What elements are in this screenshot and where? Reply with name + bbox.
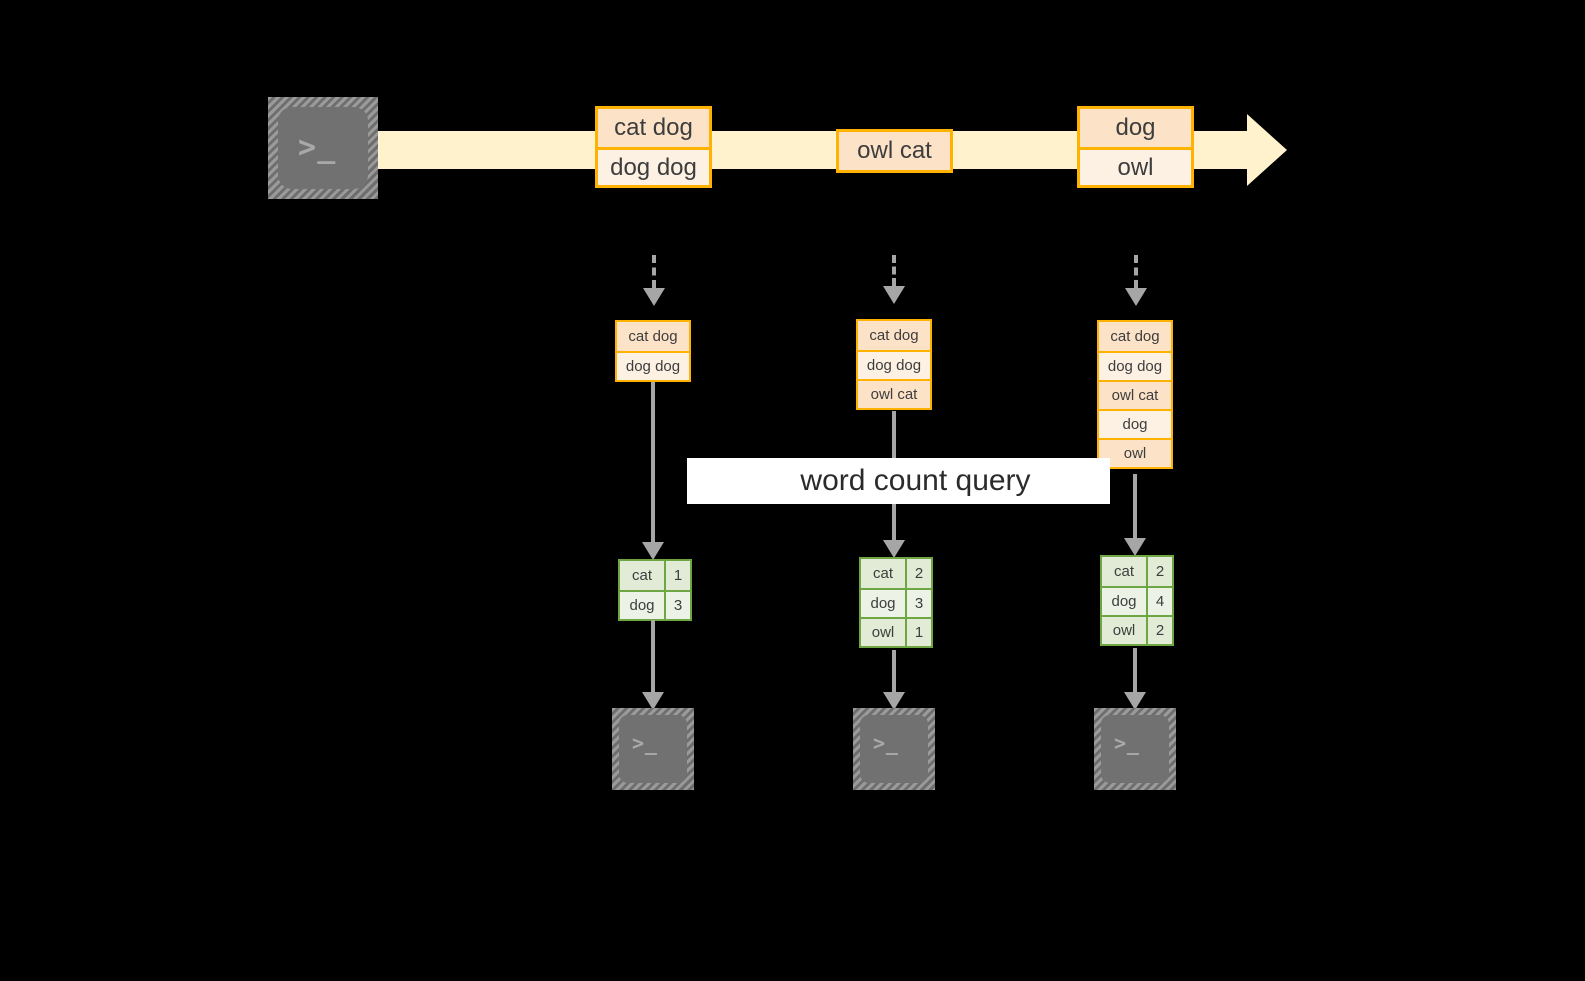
result-count: 3: [905, 590, 931, 617]
result-row: owl 1: [861, 617, 931, 646]
output-connector-1: [651, 620, 655, 698]
producer-terminal-icon[interactable]: >_: [268, 97, 378, 199]
result-table-2[interactable]: cat 2 dog 3 owl 1: [859, 557, 933, 648]
snapshot-input-row: dog dog: [1099, 351, 1171, 380]
consumer-terminal-icon-1[interactable]: >_: [612, 708, 694, 790]
snapshot-input-table-3[interactable]: cat dog dog dog owl cat dog owl: [1097, 320, 1173, 469]
result-row: dog 4: [1102, 586, 1172, 615]
result-count: 2: [905, 559, 931, 588]
stream-batch-1[interactable]: cat dog dog dog: [595, 106, 712, 188]
result-word: dog: [861, 590, 905, 617]
query-connector-1: [651, 382, 655, 547]
snapshot-input-row: cat dog: [1099, 322, 1171, 351]
terminal-prompt-label: >_: [632, 731, 658, 755]
output-connector-arrowhead-3: [1124, 692, 1146, 710]
stream-tap-arrowhead-2: [883, 286, 905, 304]
stream-message: dog: [1080, 109, 1191, 147]
result-row: cat 2: [861, 559, 931, 588]
query-label-text: word count query: [800, 464, 1031, 497]
stream-tap-line-1: [652, 255, 656, 288]
result-word: dog: [620, 592, 664, 619]
consumer-terminal-icon-3[interactable]: >_: [1094, 708, 1176, 790]
terminal-screen: >_: [1101, 715, 1169, 783]
snapshot-input-row: dog dog: [617, 351, 689, 380]
result-count: 1: [905, 619, 931, 646]
result-count: 2: [1146, 617, 1172, 644]
result-count: 2: [1146, 557, 1172, 586]
result-row: dog 3: [861, 588, 931, 617]
stream-tap-line-3: [1134, 255, 1138, 288]
result-count: 4: [1146, 588, 1172, 615]
result-word: cat: [620, 561, 664, 590]
terminal-prompt-label: >_: [1114, 731, 1140, 755]
snapshot-input-row: owl cat: [858, 379, 930, 408]
result-count: 1: [664, 561, 690, 590]
output-connector-arrowhead-2: [883, 692, 905, 710]
snapshot-input-table-1[interactable]: cat dog dog dog: [615, 320, 691, 382]
stream-batch-3[interactable]: dog owl: [1077, 106, 1194, 188]
stream-tap-arrowhead-3: [1125, 288, 1147, 306]
snapshot-input-row: cat dog: [858, 321, 930, 350]
right-arrow-icon: [1247, 114, 1287, 186]
output-connector-2: [892, 650, 896, 698]
snapshot-input-row: dog: [1099, 409, 1171, 438]
result-row: cat 1: [620, 561, 690, 590]
stream-message: dog dog: [598, 147, 709, 185]
result-word: owl: [861, 619, 905, 646]
stream-tap-arrowhead-1: [643, 288, 665, 306]
snapshot-input-row: owl cat: [1099, 380, 1171, 409]
snapshot-input-row: owl: [1099, 438, 1171, 467]
query-connector-3: [1133, 474, 1137, 544]
query-connector-arrowhead-2: [883, 540, 905, 558]
stream-message: cat dog: [598, 109, 709, 147]
result-word: cat: [1102, 557, 1146, 586]
stream-batch-2[interactable]: owl cat: [836, 129, 953, 173]
stream-message: owl: [1080, 147, 1191, 185]
query-connector-arrowhead-3: [1124, 538, 1146, 556]
terminal-screen: >_: [860, 715, 928, 783]
query-connector-arrowhead-1: [642, 542, 664, 560]
consumer-terminal-icon-2[interactable]: >_: [853, 708, 935, 790]
output-connector-arrowhead-1: [642, 692, 664, 710]
result-word: cat: [861, 559, 905, 588]
terminal-prompt-label: >_: [298, 130, 337, 165]
result-row: owl 2: [1102, 615, 1172, 644]
result-word: owl: [1102, 617, 1146, 644]
stream-message: owl cat: [839, 132, 950, 170]
snapshot-input-table-2[interactable]: cat dog dog dog owl cat: [856, 319, 932, 410]
result-row: dog 3: [620, 590, 690, 619]
snapshot-input-row: cat dog: [617, 322, 689, 351]
output-connector-3: [1133, 648, 1137, 698]
result-row: cat 2: [1102, 557, 1172, 586]
terminal-prompt-label: >_: [873, 731, 899, 755]
result-count: 3: [664, 592, 690, 619]
result-table-1[interactable]: cat 1 dog 3: [618, 559, 692, 621]
terminal-screen: >_: [278, 107, 368, 189]
result-table-3[interactable]: cat 2 dog 4 owl 2: [1100, 555, 1174, 646]
snapshot-input-row: dog dog: [858, 350, 930, 379]
stream-tap-line-2: [892, 255, 896, 286]
result-word: dog: [1102, 588, 1146, 615]
query-label-band: word count query: [687, 458, 1110, 504]
terminal-screen: >_: [619, 715, 687, 783]
